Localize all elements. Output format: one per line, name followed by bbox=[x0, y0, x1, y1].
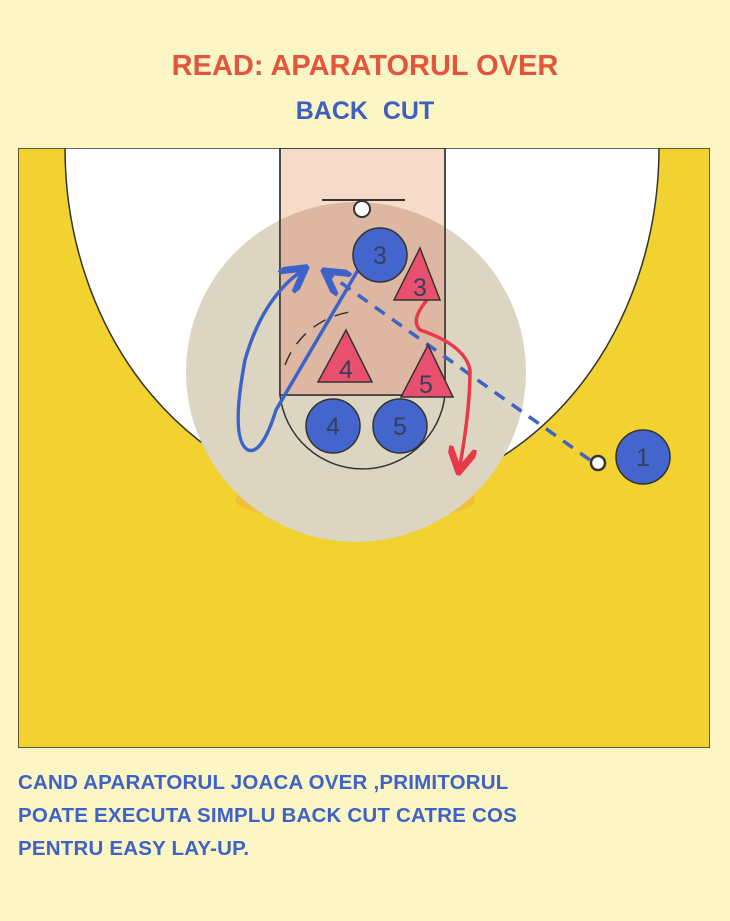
defender-path-3 bbox=[414, 298, 470, 465]
play-title: READ: APARATORUL OVER bbox=[171, 50, 559, 82]
svg-text:5: 5 bbox=[419, 371, 433, 399]
svg-text:4: 4 bbox=[326, 413, 340, 441]
svg-text:3: 3 bbox=[413, 274, 427, 302]
description-line: POATE EXECUTA SIMPLU BACK CUT CATRE COS bbox=[18, 804, 518, 827]
svg-text:1: 1 bbox=[636, 444, 650, 472]
play-description: CAND APARATORUL JOACA OVER ,PRIMITORUL P… bbox=[18, 766, 517, 865]
player-5[interactable]: 5 bbox=[372, 398, 428, 454]
defender-4[interactable]: 4 bbox=[316, 328, 374, 384]
description-line: PENTRU EASY LAY-UP. bbox=[18, 837, 250, 860]
svg-text:5: 5 bbox=[393, 413, 407, 441]
description-line: CAND APARATORUL JOACA OVER ,PRIMITORUL bbox=[18, 771, 509, 794]
free-throw-circle bbox=[279, 394, 446, 470]
defender-3[interactable]: 3 bbox=[392, 246, 442, 302]
rim bbox=[353, 200, 371, 218]
player-1[interactable]: 1 bbox=[615, 429, 671, 485]
ball-icon bbox=[589, 454, 607, 472]
cut-path-3 bbox=[236, 270, 360, 453]
player-4[interactable]: 4 bbox=[305, 398, 361, 454]
pass-line bbox=[330, 275, 592, 462]
play-subtitle: BACK CUT bbox=[295, 97, 435, 125]
player-3[interactable]: 3 bbox=[352, 227, 408, 283]
svg-text:4: 4 bbox=[339, 356, 353, 384]
defender-5[interactable]: 5 bbox=[399, 343, 455, 399]
svg-text:3: 3 bbox=[373, 242, 387, 270]
